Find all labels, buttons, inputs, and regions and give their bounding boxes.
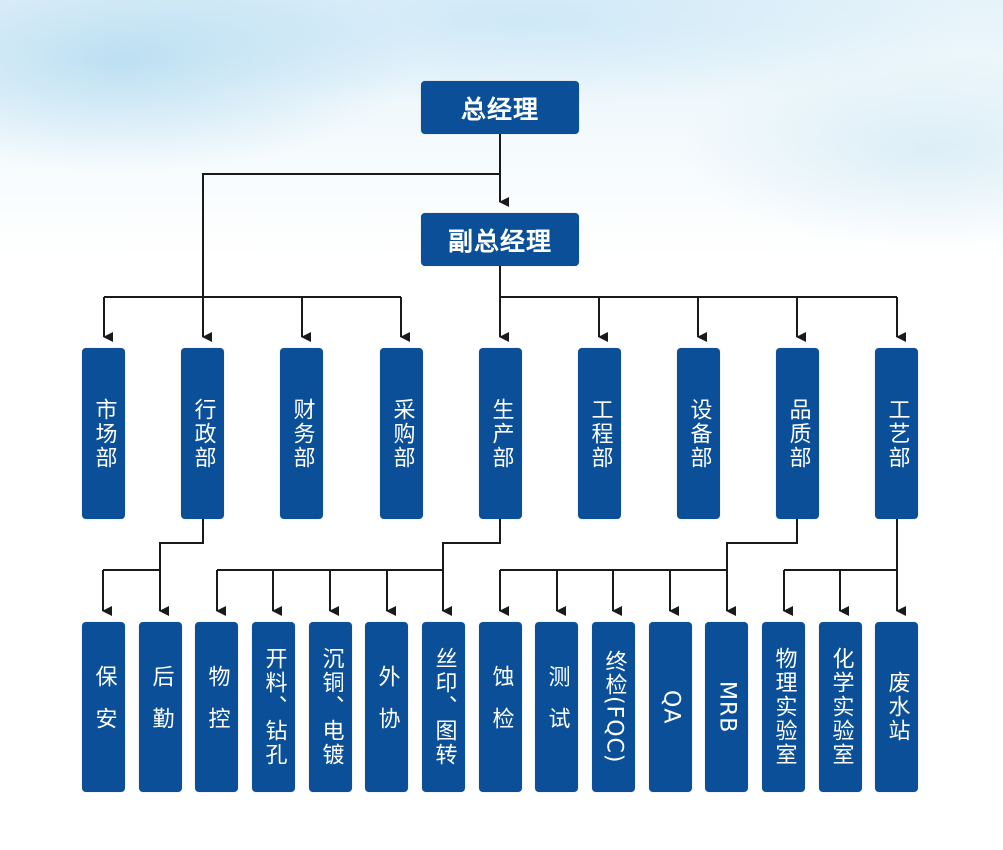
dept-label: 生产部	[488, 397, 514, 470]
unit-label: 后勤	[148, 665, 174, 749]
dept-label: 品质部	[785, 397, 811, 470]
dept-node: 品质部	[776, 348, 819, 519]
unit-node: 化学实验室	[819, 622, 862, 792]
unit-node: 蚀检	[479, 622, 522, 792]
unit-label: 化学实验室	[828, 647, 854, 767]
dept-label: 工程部	[587, 397, 613, 470]
connector-gm-admin	[202, 173, 500, 342]
unit-node: 物控	[195, 622, 238, 792]
unit-node: 开料、钻孔	[252, 622, 295, 792]
dept-node: 行政部	[181, 348, 224, 519]
dept-node: 市场部	[82, 348, 125, 519]
node-label: 副总经理	[447, 226, 552, 256]
unit-label: 蚀检	[488, 665, 514, 749]
dept-node: 设备部	[677, 348, 720, 519]
unit-node: 物理实验室	[762, 622, 805, 792]
dept-label: 市场部	[91, 397, 117, 470]
unit-node: 保安	[82, 622, 125, 792]
connector-quality-sub	[726, 519, 798, 570]
dept-node: 工艺部	[875, 348, 918, 519]
unit-node: 终检(FQC)	[592, 622, 635, 792]
unit-label: 丝印、图转	[431, 647, 457, 767]
unit-label: 沉铜、电镀	[318, 647, 344, 767]
unit-label: 终检(FQC)	[601, 650, 627, 764]
dept-node: 采购部	[380, 348, 423, 519]
connector-prod-sub	[442, 519, 501, 570]
unit-label: 物理实验室	[771, 647, 797, 767]
node-label: 总经理	[460, 94, 539, 124]
unit-label: 外协	[374, 665, 400, 749]
unit-label: 开料、钻孔	[261, 647, 287, 767]
dept-label: 财务部	[289, 397, 315, 470]
node-general-manager: 总经理	[421, 81, 579, 134]
unit-label: 物控	[204, 665, 230, 749]
unit-node: 外协	[365, 622, 408, 792]
unit-node: 沉铜、电镀	[309, 622, 352, 792]
unit-node: QA	[649, 622, 692, 792]
unit-node: 测试	[535, 622, 578, 792]
dept-label: 采购部	[389, 397, 415, 470]
unit-node: MRB	[705, 622, 748, 792]
connector-admin-sub	[159, 519, 204, 570]
unit-node: 丝印、图转	[422, 622, 465, 792]
dept-node: 财务部	[280, 348, 323, 519]
dept-label: 设备部	[686, 397, 712, 470]
dept-label: 工艺部	[884, 397, 910, 470]
dept-node: 生产部	[479, 348, 522, 519]
node-deputy-general-manager: 副总经理	[421, 213, 579, 266]
unit-node: 废水站	[875, 622, 918, 792]
dept-label: 行政部	[190, 397, 216, 470]
unit-label: 保安	[91, 665, 117, 749]
unit-label: QA	[658, 689, 684, 725]
unit-label: 测试	[544, 665, 570, 749]
unit-node: 后勤	[139, 622, 182, 792]
dept-node: 工程部	[578, 348, 621, 519]
unit-label: 废水站	[884, 671, 910, 743]
unit-label: MRB	[714, 680, 740, 734]
